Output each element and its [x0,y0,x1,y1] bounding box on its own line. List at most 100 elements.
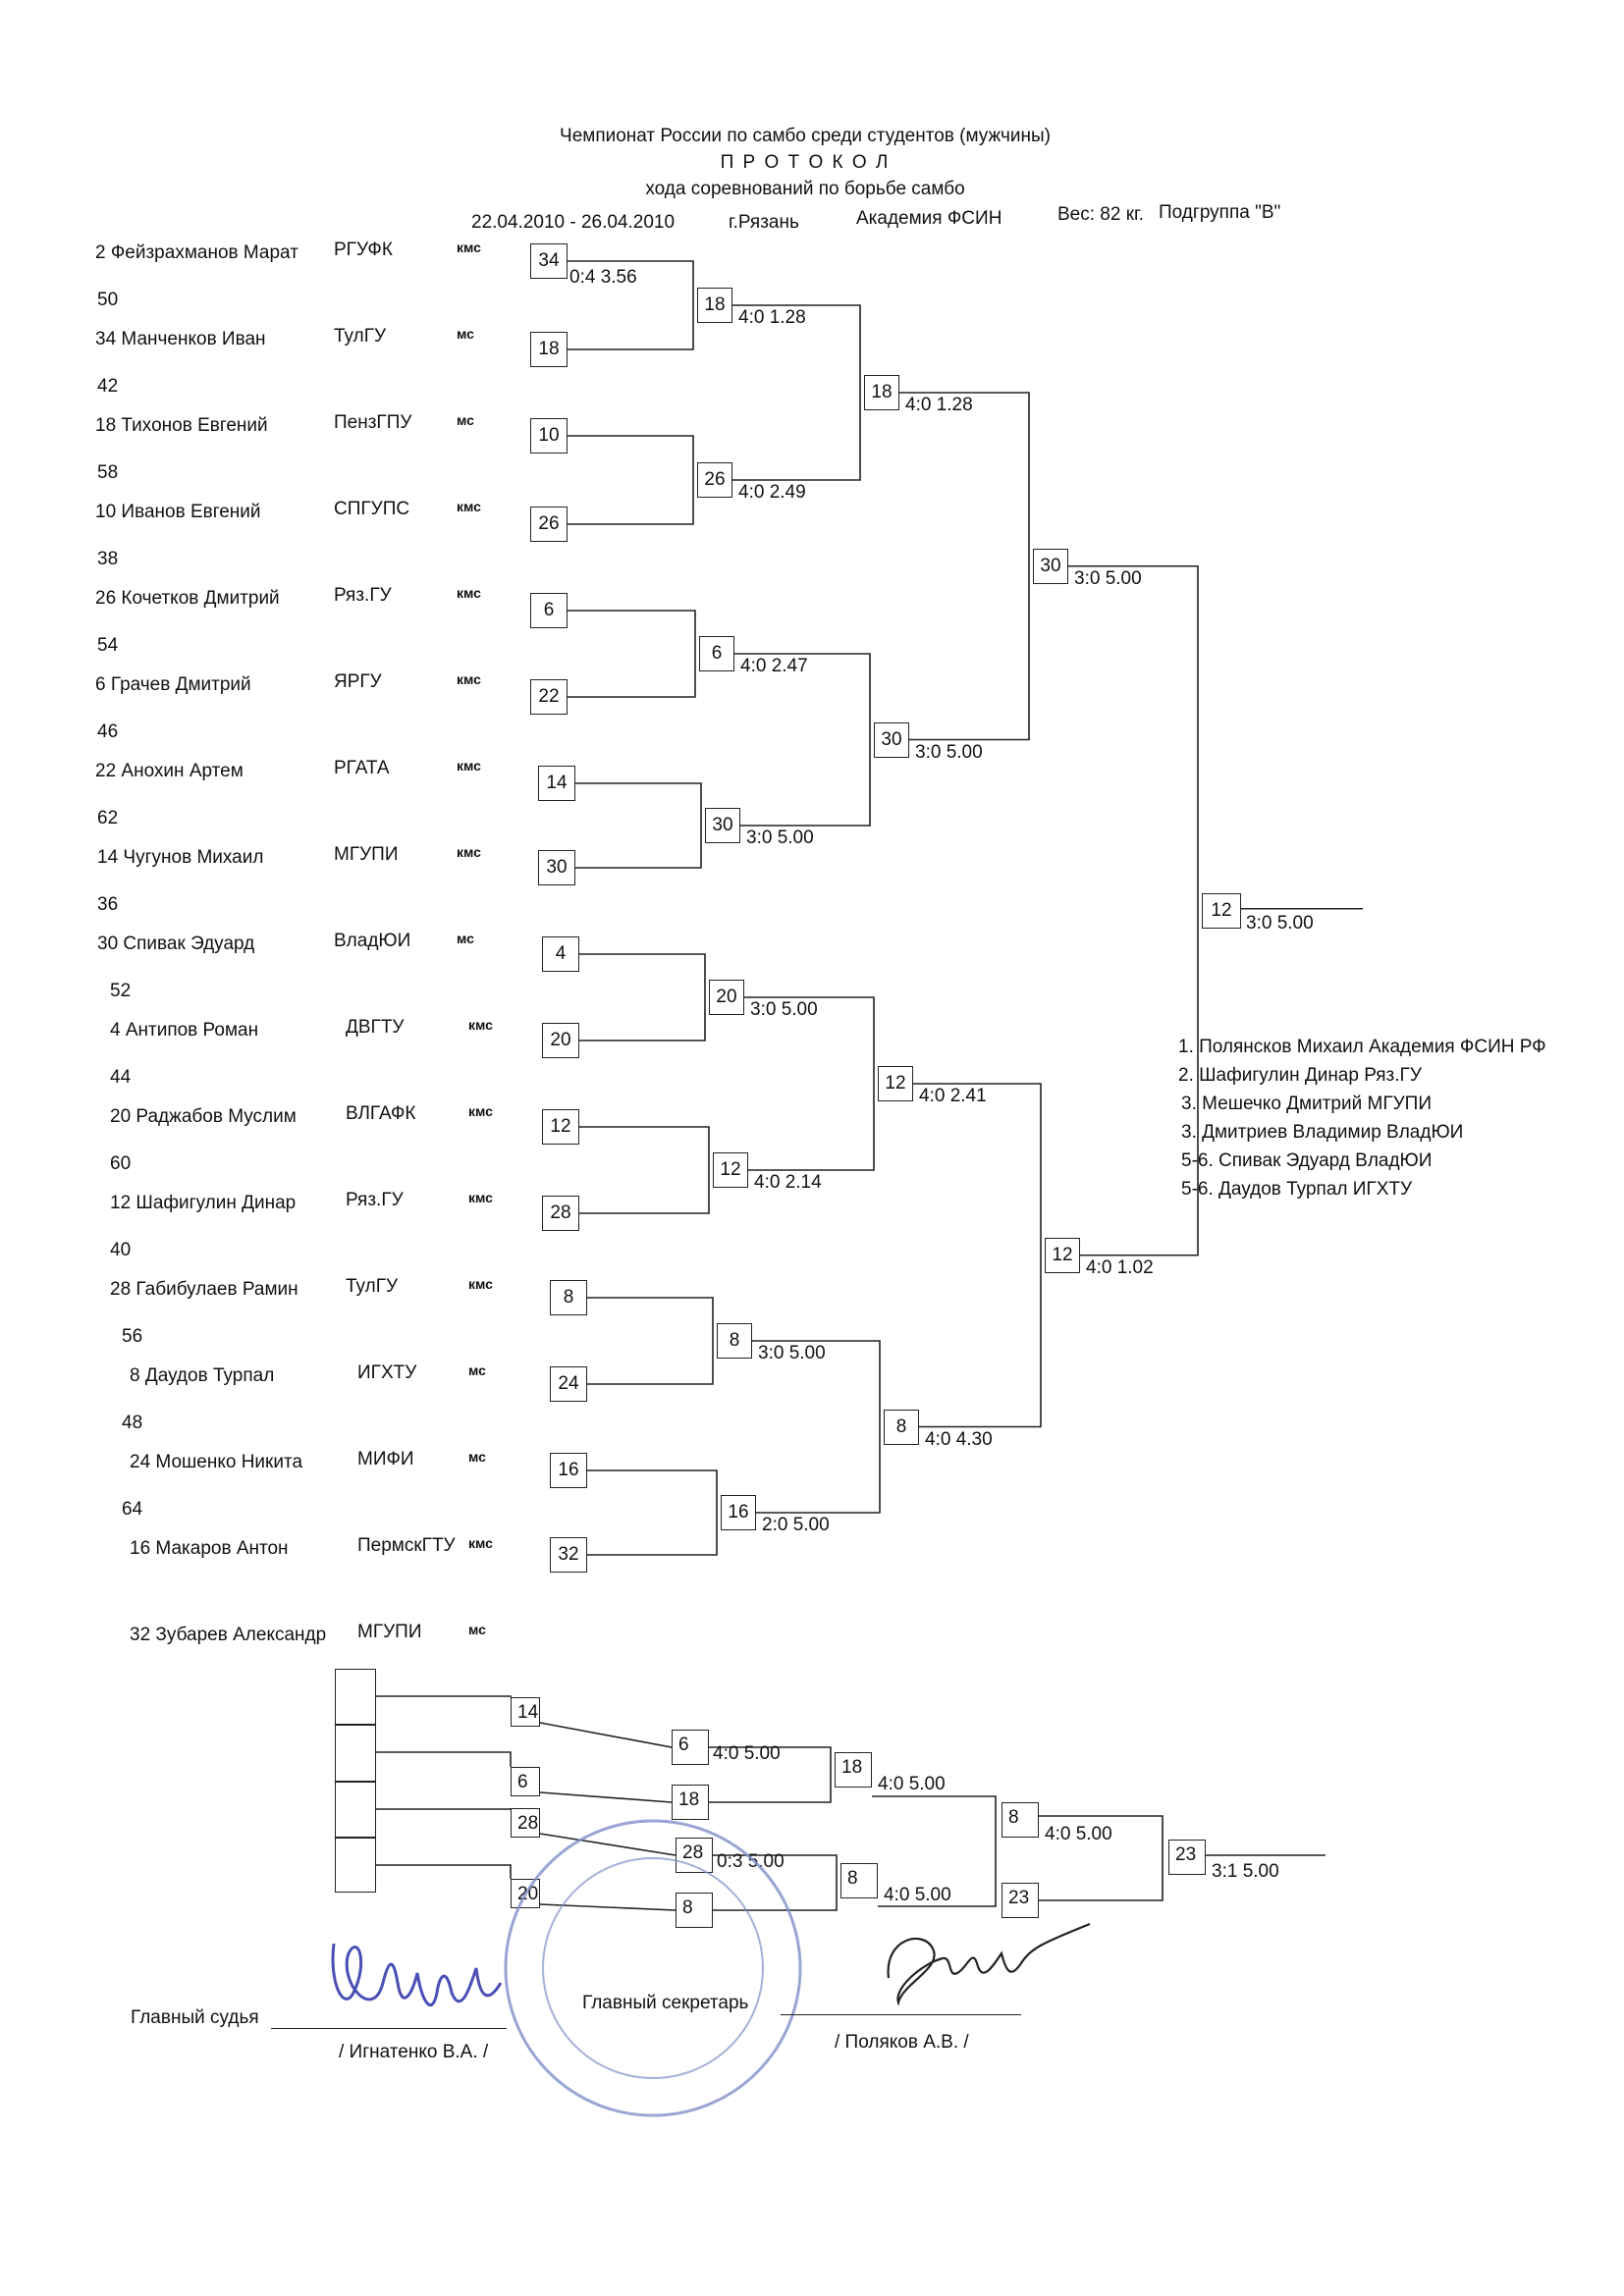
secretary-name: / Поляков А.В. / [835,2032,969,2053]
repechage-r3-box: 8 [840,1863,878,1898]
bracket-line [539,1722,673,1748]
round2-box: 6 [699,636,734,671]
seed-number: 40 [110,1240,132,1260]
bracket-line [734,653,871,827]
bracket-line [579,1126,710,1214]
bracket-line [713,1854,838,1911]
match-score: 3:0 5.00 [746,828,814,848]
bracket-line [899,392,1030,741]
participant-club: МГУПИ [357,1622,422,1642]
seed-number: 60 [110,1153,132,1174]
round1-box: 28 [542,1196,579,1231]
participant-club: РГУФК [334,240,393,260]
participant-club: ДВГТУ [346,1017,405,1038]
final-box: 12 [1202,892,1241,929]
match-score: 3:0 5.00 [1074,567,1142,589]
match-score: 4:0 4.30 [925,1428,993,1450]
bracket-line [575,782,702,869]
secretary-signature-line [781,2014,1021,2015]
round1-box: 24 [550,1366,587,1402]
bracket-line [376,1808,512,1810]
participant-club: РГАТА [334,758,390,778]
round3-box: 8 [884,1409,919,1445]
seed-number: 36 [97,894,119,915]
round3-box: 30 [874,721,909,758]
participant-rank: кмс [457,844,481,860]
participant-club: Ряз.ГУ [334,585,392,606]
bracket-line [587,1297,714,1385]
match-score: 3:0 5.00 [1246,912,1314,934]
round1-box: 20 [542,1023,579,1058]
participant-rank: мс [457,931,474,946]
judge-signature-line [271,2028,507,2029]
round1-box: 4 [542,936,579,972]
bracket-line [913,1083,1042,1428]
match-score: 3:0 5.00 [758,1343,826,1363]
participant-rank: кмс [457,499,481,514]
result-item: 2. Шафигулин Динар Ряз.ГУ [1178,1065,1422,1086]
protocol-heading: П Р О Т О К О Л [720,152,891,173]
seed-number: 42 [97,376,119,397]
participant-rank: кмс [468,1103,493,1119]
seed-number: 54 [97,635,119,656]
match-score: 4:0 1.28 [738,307,806,328]
repechage-r1-box: 14 [511,1697,540,1727]
participant-club: ЯРГУ [334,671,382,692]
participant-name: 22 Анохин Артем [95,761,244,781]
round1-box: 6 [530,593,568,628]
participant-name: 12 Шафигулин Динар [110,1193,297,1213]
participant-name: 32 Зубарев Александр [130,1625,327,1645]
repechage-final-box: 23 [1168,1840,1206,1875]
round1-box: 30 [538,850,575,885]
match-score: 4:0 5.00 [878,1774,946,1794]
bracket-line [579,953,706,1041]
participant-rank: кмс [457,758,481,774]
bracket-line [709,1746,832,1803]
participant-name: 10 Иванов Евгений [95,502,261,522]
stamp-seal [504,1819,802,2117]
result-item: 3. Мешечко Дмитрий МГУПИ [1181,1094,1432,1114]
participant-rank: кмс [457,585,481,601]
bracket-line [752,1340,881,1514]
result-item: 5-6. Спивак Эдуард ВладЮИ [1181,1150,1433,1171]
bracket-line [376,1695,512,1697]
repechage-r2-box: 18 [672,1785,709,1820]
seed-number: 62 [97,808,119,828]
repechage-empty-cell [335,1782,376,1838]
secretary-signature [887,1922,1091,2006]
repechage-r2-box: 6 [672,1730,709,1765]
participant-rank: кмс [468,1190,493,1205]
participant-rank: мс [468,1362,486,1378]
judge-label: Главный судья [131,2007,259,2028]
round2-box: 20 [709,980,744,1015]
seed-number: 44 [110,1067,132,1088]
result-item: 1. Полянсков Михаил Академия ФСИН РФ [1178,1037,1546,1057]
round1-box: 14 [538,766,575,801]
participant-name: 24 Мошенко Никита [130,1452,303,1472]
repechage-r1-box: 28 [511,1808,540,1838]
participant-rank: кмс [457,671,481,687]
repechage-empty-cell [335,1669,376,1725]
round4-box: 30 [1033,548,1068,584]
participant-name: 6 Грачев Дмитрий [95,674,251,695]
venue: Академия ФСИН [856,208,1002,229]
bracket-line [539,1833,677,1856]
participant-club: МГУПИ [334,844,399,865]
round3-box: 18 [864,375,899,410]
match-score: 4:0 2.47 [740,656,808,676]
participant-name: 16 Макаров Антон [130,1538,289,1559]
match-score: 4:0 5.00 [884,1885,951,1905]
bracket-line [1039,1815,1164,1901]
subgroup: Подгруппа "В" [1159,202,1281,223]
bracket-line [568,435,694,525]
weight: Вес: 82 кг. [1057,204,1144,225]
repechage-r4-box: 8 [1001,1802,1039,1838]
participant-rank: кмс [468,1535,493,1551]
participant-club: Ряз.ГУ [346,1190,404,1210]
city: г.Рязань [729,212,799,233]
bracket-line [872,1795,997,1907]
title: Чемпионат России по самбо среди студенто… [560,126,1051,146]
match-score: 2:0 5.00 [762,1515,830,1535]
participant-rank: мс [457,412,474,428]
judge-name: / Игнатенко В.А. / [339,2042,489,2062]
